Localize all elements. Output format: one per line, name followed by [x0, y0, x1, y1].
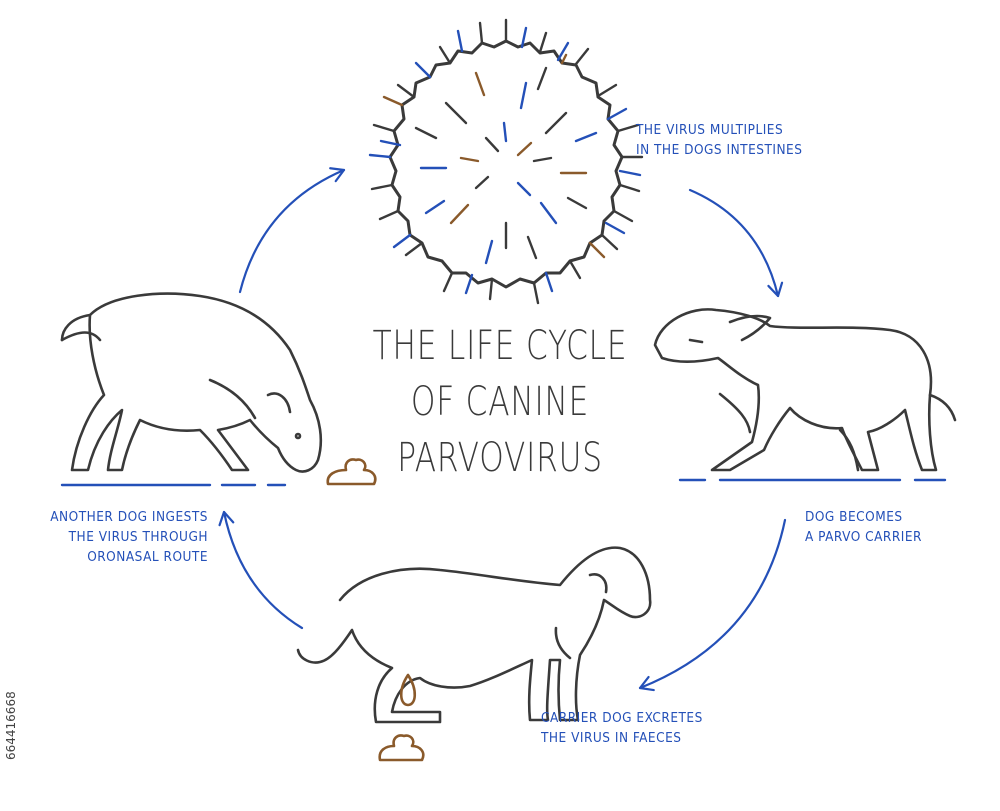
arrow-virus-to-carrier — [688, 188, 784, 298]
caption-line: DOG BECOMES — [805, 509, 903, 525]
caption-carrier-excretes: CARRIER DOG EXCRETES THE VIRUS IN FAECES — [541, 708, 703, 748]
defecating-dog-icon — [296, 546, 652, 724]
caption-line: THE VIRUS MULTIPLIES — [636, 122, 784, 138]
diagram-title: THE LIFE CYCLE OF CANINE PARVOVIRUS — [330, 318, 670, 486]
arrow-carrier-to-excretes — [638, 518, 787, 692]
cycle-arrows — [218, 167, 787, 692]
arrow-excretes-to-ingests — [218, 510, 304, 630]
caption-line: ORONASAL ROUTE — [87, 549, 208, 565]
title-line-3: PARVOVIRUS — [397, 435, 603, 481]
faeces-icon-drop — [378, 673, 425, 762]
title-line-1: THE LIFE CYCLE — [372, 323, 628, 369]
sick-dog-icon — [653, 308, 957, 472]
title-line-2: OF CANINE — [410, 379, 590, 425]
caption-virus-multiplies: THE VIRUS MULTIPLIES IN THE DOGS INTESTI… — [636, 120, 802, 160]
arrow-ingests-to-virus — [238, 167, 346, 294]
caption-line: A PARVO CARRIER — [805, 529, 922, 545]
caption-line: THE VIRUS THROUGH — [68, 529, 208, 545]
caption-line: THE VIRUS IN FAECES — [541, 730, 682, 746]
caption-another-dog-ingests: ANOTHER DOG INGESTS THE VIRUS THROUGH OR… — [40, 507, 208, 567]
stock-id-strip: 664416668 — [0, 0, 36, 811]
caption-line: IN THE DOGS INTESTINES — [636, 142, 803, 158]
caption-line: ANOTHER DOG INGESTS — [50, 509, 208, 525]
virus-icon — [368, 18, 644, 305]
faeces-icon — [326, 458, 377, 486]
sniffing-dog-icon — [60, 292, 323, 473]
caption-dog-becomes-carrier: DOG BECOMES A PARVO CARRIER — [805, 507, 922, 547]
caption-line: CARRIER DOG EXCRETES — [541, 710, 703, 726]
